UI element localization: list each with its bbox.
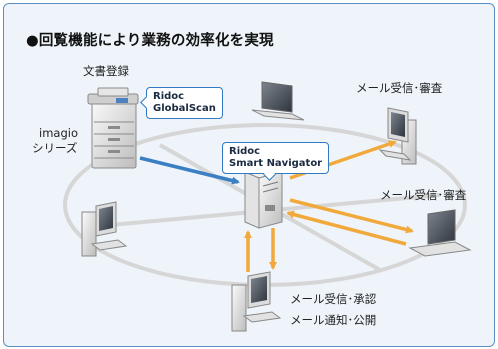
arrow-server-to-pc-right [289,198,414,234]
label-pc-bottom-line2: メール通知･公開 [290,313,377,327]
smart-navigator-callout: Ridoc Smart Navigator [222,142,330,174]
server-icon [243,165,284,229]
desktop-top-right-icon [378,107,417,165]
label-device-line1: imagio [39,126,78,140]
laptop-right-icon [408,209,472,257]
label-pc-right: メール受信･審査 [380,188,467,202]
flow-arrows [139,140,414,272]
globalscan-callout: Ridoc GlobalScan [146,87,223,119]
arrow-device-to-server [139,156,240,185]
printer-icon [87,87,139,169]
label-pc-bottom-line1: メール受信･承認 [290,292,377,306]
label-registration: 文書登録 [83,64,129,78]
arrow-pc-right-to-server [286,210,407,246]
diagram-title: ●回覧機能により業務の効率化を実現 [26,33,274,49]
laptop-top-icon [251,81,305,121]
desktop-left-icon [81,201,128,257]
label-pc-top-right: メール受信･審査 [356,81,443,95]
desktop-bottom-icon [231,271,282,332]
label-device-line2: シリーズ [32,141,78,155]
